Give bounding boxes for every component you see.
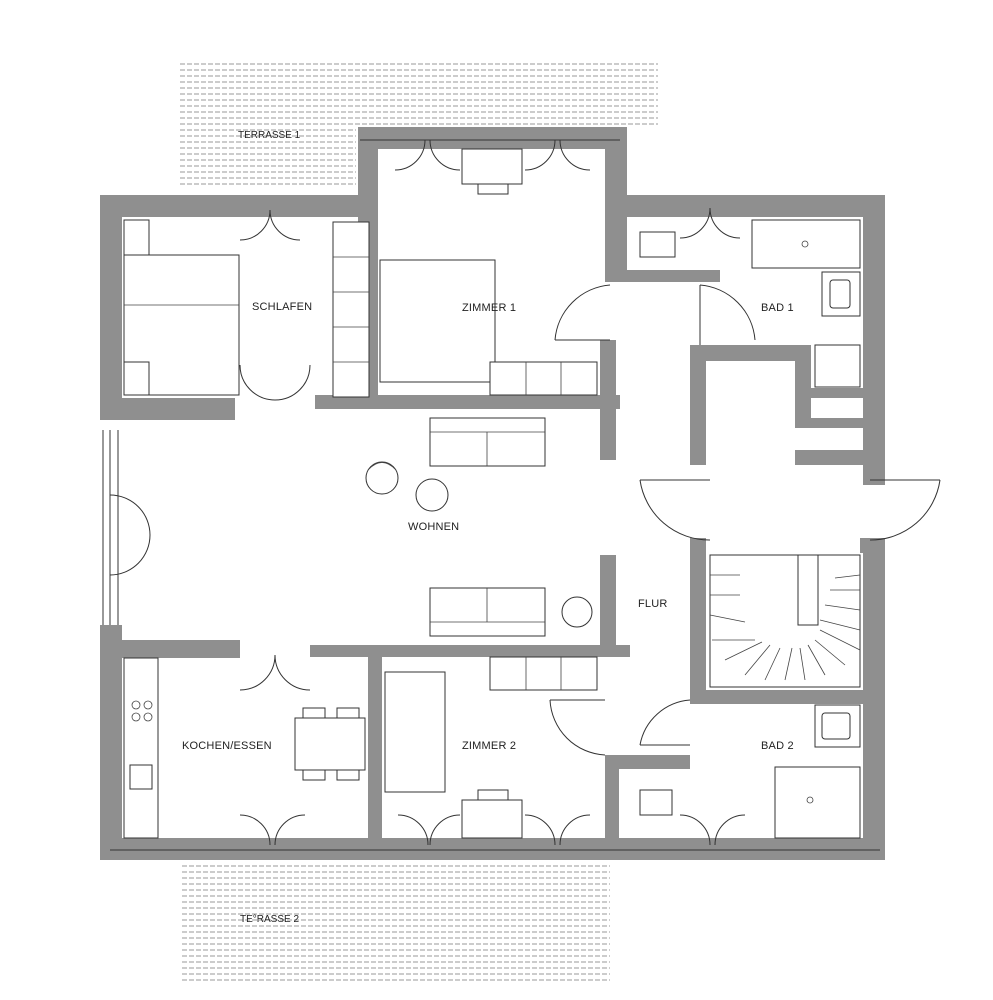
- room-label-bad2: BAD 2: [761, 740, 794, 752]
- fixtures-bad2: [639, 704, 861, 839]
- stair-tread: [824, 604, 861, 611]
- stair-tread: [807, 644, 826, 676]
- furniture-zimmer1: [379, 148, 598, 396]
- terrace-label-1: TERRASSE 1: [238, 130, 301, 141]
- stair-tread: [784, 647, 793, 681]
- terrace-2-hatch: [182, 865, 610, 981]
- stair-tread: [819, 629, 861, 651]
- fixtures-bad1: [639, 219, 861, 388]
- stair-tread: [744, 644, 771, 676]
- stair-tread: [799, 647, 806, 681]
- bed-schlafen: [123, 219, 370, 398]
- staircase: [709, 554, 861, 688]
- stair-tread: [764, 647, 781, 681]
- room-label-zimmer1: ZIMMER 1: [462, 302, 516, 314]
- room-label-kochen: KOCHEN/ESSEN: [182, 740, 272, 752]
- room-label-flur: FLUR: [638, 598, 668, 610]
- furniture-kochen: [123, 657, 366, 839]
- stair-tread: [709, 614, 746, 623]
- room-label-bad1: BAD 1: [761, 302, 794, 314]
- furniture-wohnen: [365, 417, 593, 637]
- furniture-zimmer2: [384, 656, 598, 839]
- room-label-schlafen: SCHLAFEN: [252, 301, 312, 313]
- windows: [102, 139, 880, 851]
- terrace-1-hatch: [180, 63, 658, 185]
- stair-tread: [834, 574, 861, 579]
- stair-tread: [814, 639, 846, 666]
- door-swings: [109, 139, 941, 846]
- terrace-label-2: TE°RASSE 2: [240, 914, 299, 925]
- room-label-zimmer2: ZIMMER 2: [462, 740, 516, 752]
- stair-tread: [819, 619, 861, 631]
- stair-tread: [724, 641, 763, 661]
- room-label-wohnen: WOHNEN: [408, 521, 459, 533]
